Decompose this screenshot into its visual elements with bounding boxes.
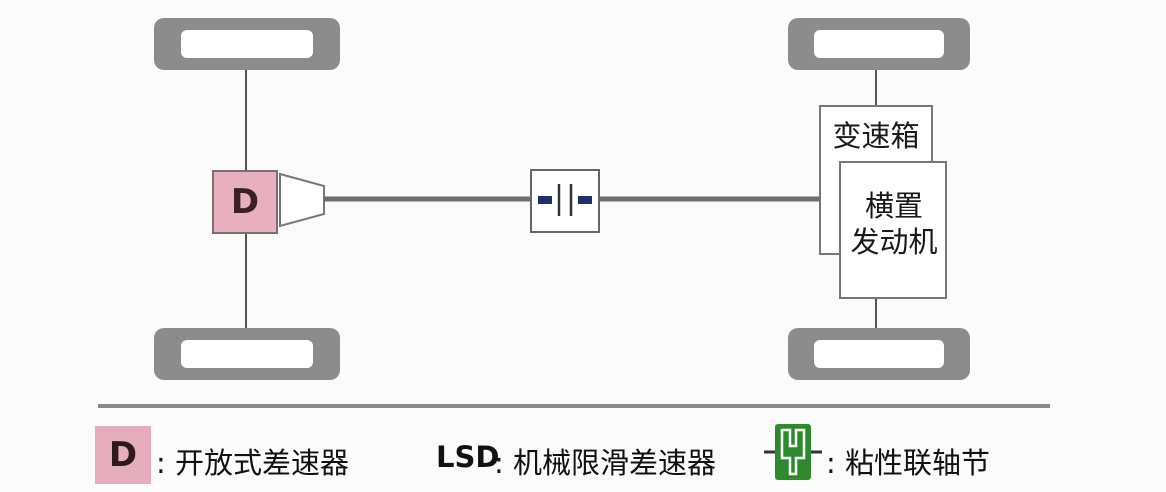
engine-label: 横置 发动机	[842, 184, 946, 264]
engine-box	[839, 161, 947, 299]
legend-lsd-text: : 机械限滑差速器	[494, 446, 716, 480]
engine-label-line1: 横置	[864, 189, 923, 223]
front-right-top-wheel	[788, 18, 970, 70]
rear-left-bottom-wheel	[154, 328, 340, 380]
open-differential-box: D	[212, 170, 278, 234]
legend-open-diff-text: : 开放式差速器	[156, 446, 349, 480]
center-coupling	[530, 169, 600, 233]
rear-left-top-wheel	[154, 18, 340, 70]
transmission-label: 变速箱	[832, 119, 920, 153]
front-right-bottom-wheel	[788, 328, 970, 380]
legend-viscous-text: : 粘性联轴节	[826, 446, 990, 480]
engine-label-line2: 发动机	[850, 225, 938, 259]
differential-flange	[279, 172, 325, 228]
viscous-coupling-icon	[764, 424, 822, 480]
legend-lsd-symbol: LSD	[436, 440, 500, 474]
legend-open-diff-symbol: D	[95, 426, 151, 484]
